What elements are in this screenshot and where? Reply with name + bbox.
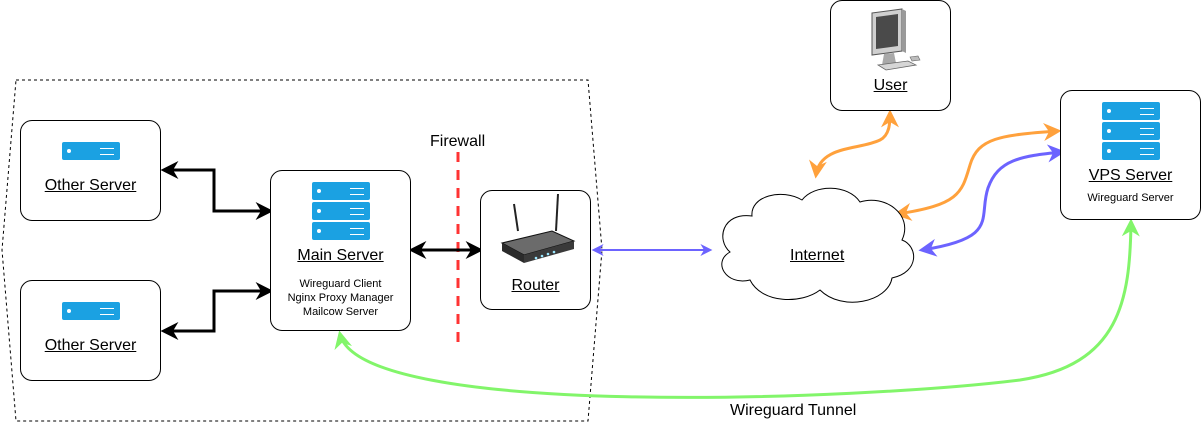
router-title: Router bbox=[511, 277, 560, 294]
other-server-bottom-title: Other Server bbox=[44, 337, 137, 354]
vps-server-node[interactable]: VPS Server Wireguard Server bbox=[1060, 90, 1201, 220]
main-server-service-2: Nginx Proxy Manager bbox=[287, 292, 394, 304]
main-server-title: Main Server bbox=[297, 247, 384, 264]
connector-other-top-main bbox=[160, 161, 274, 220]
other-server-top-node[interactable]: Other Server bbox=[20, 120, 161, 221]
vps-server-title: VPS Server bbox=[1088, 167, 1173, 184]
main-server-service-1: Wireguard Client bbox=[299, 278, 382, 290]
connector-internet-user bbox=[809, 109, 899, 179]
internet-title: Internet bbox=[790, 247, 845, 264]
other-server-top-title: Other Server bbox=[44, 177, 137, 194]
server-icon bbox=[61, 301, 121, 321]
wireguard-tunnel-line bbox=[334, 218, 1140, 399]
local-network-boundary bbox=[1, 79, 603, 422]
monitor-icon bbox=[871, 8, 921, 71]
main-server-node[interactable]: Main Server Wireguard Client Nginx Proxy… bbox=[270, 170, 411, 331]
connector-other-bottom-main bbox=[160, 282, 274, 340]
server-icon bbox=[61, 141, 121, 161]
connector-internet-vps-blue bbox=[918, 144, 1066, 257]
cloud-icon bbox=[721, 187, 915, 303]
router-node[interactable]: Router bbox=[480, 190, 591, 310]
user-node[interactable]: User bbox=[830, 0, 951, 111]
router-icon bbox=[500, 193, 576, 263]
firewall-label: Firewall bbox=[430, 133, 486, 150]
other-server-bottom-node[interactable]: Other Server bbox=[20, 280, 161, 381]
server-icon bbox=[1101, 101, 1161, 162]
server-icon bbox=[311, 181, 371, 242]
vps-server-subtitle: Wireguard Server bbox=[1087, 192, 1174, 204]
user-title: User bbox=[873, 77, 908, 94]
wireguard-tunnel-label: Wireguard Tunnel bbox=[730, 402, 857, 419]
main-server-service-3: Mailcow Server bbox=[302, 306, 379, 318]
connector-internet-vps-orange bbox=[893, 123, 1062, 221]
